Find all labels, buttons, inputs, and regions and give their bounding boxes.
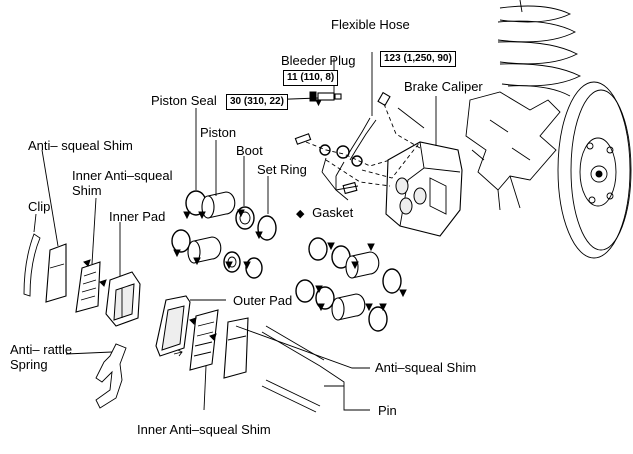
label-anti-squeal-shim-bottom: Anti–squeal Shim — [375, 360, 477, 375]
brake-caliper-body-drawing — [385, 96, 463, 237]
label-piston: Piston — [200, 125, 237, 140]
steering-knuckle-drawing — [465, 91, 561, 211]
label-anti-rattle-spring-line2: Spring — [10, 357, 48, 372]
set-ring-drawing — [245, 215, 277, 279]
bleeder-plug-drawing — [309, 91, 342, 102]
label-boot: Boot — [236, 143, 263, 158]
outer-pad-drawing — [155, 295, 191, 357]
flexible-hose-drawing — [345, 52, 391, 161]
inner-anti-squeal-shim-top-drawing — [75, 261, 101, 313]
label-bleeder-plug: Bleeder Plug — [281, 53, 356, 68]
torque-spec-flexible-hose: 123 (1,250, 90) — [380, 51, 456, 67]
label-inner-anti-squeal-shim-top-line2: Shim — [72, 183, 102, 198]
gasket-diamond-icon: ◆ — [296, 208, 305, 220]
inner-anti-squeal-shim-bottom-drawing — [189, 309, 219, 371]
anti-rattle-spring-drawing — [95, 343, 127, 409]
hose-fittings-drawing — [294, 103, 421, 195]
label-outer-pad: Outer Pad — [233, 293, 293, 308]
label-clip: Clip — [28, 199, 51, 214]
label-anti-rattle-spring: Anti– rattle — [10, 342, 73, 357]
label-inner-anti-squeal-shim-bottom: Inner Anti–squeal Shim — [137, 422, 271, 437]
label-piston-seal: Piston Seal — [151, 93, 217, 108]
torque-spec-bleeder-plug: 11 (110, 8) — [283, 70, 339, 86]
suspension-spring-drawing — [497, 0, 582, 97]
label-inner-anti-squeal-shim-top: Inner Anti–squeal — [72, 168, 173, 183]
label-brake-caliper: Brake Caliper — [404, 79, 483, 94]
guide-pins-drawing — [261, 325, 325, 413]
label-flexible-hose: Flexible Hose — [331, 17, 410, 32]
label-set-ring: Set Ring — [257, 162, 307, 177]
leader-lines — [33, 58, 425, 411]
torque-spec-piston-seal: 30 (310, 22) — [226, 94, 288, 110]
label-inner-pad: Inner Pad — [109, 209, 166, 224]
anti-squeal-shim-top-drawing — [45, 243, 67, 303]
clip-drawing — [23, 233, 41, 297]
label-anti-squeal-shim-top: Anti– squeal Shim — [28, 138, 133, 153]
label-gasket: ◆ Gasket — [296, 205, 353, 222]
right-piston-group-drawing — [295, 237, 402, 332]
anti-squeal-shim-bottom-drawing — [223, 317, 249, 379]
label-pin: Pin — [378, 403, 397, 418]
brake-disc-drawing — [557, 81, 632, 259]
piston-drawing — [187, 191, 236, 264]
inner-pad-drawing — [105, 271, 141, 327]
gasket-text: Gasket — [312, 205, 354, 220]
arrow-markers — [83, 99, 407, 357]
